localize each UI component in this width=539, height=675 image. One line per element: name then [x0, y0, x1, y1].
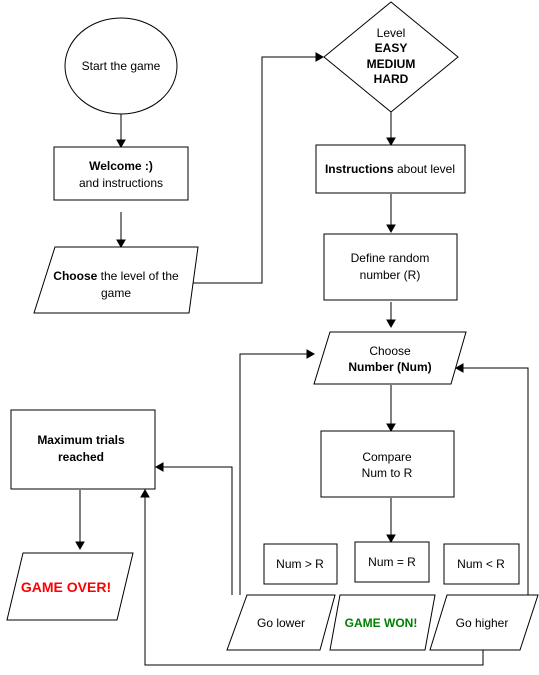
node-cond-equal[interactable]: Num = R: [354, 541, 430, 583]
node-game-won[interactable]: GAME WON!: [329, 594, 436, 651]
node-level-easy: EASY: [375, 41, 408, 55]
node-choose-level-line2: game: [101, 286, 131, 300]
node-choose-number-line2: Number (Num): [348, 360, 431, 374]
node-define-random-line2: number (R): [360, 268, 421, 282]
node-welcome[interactable]: Welcome :) and instructions: [53, 146, 189, 201]
node-define-random[interactable]: Define random number (R): [323, 233, 458, 301]
node-welcome-title: Welcome :): [89, 159, 153, 173]
edges: [75, 52, 529, 666]
edge-go-lower-choose-number: [239, 353, 307, 595]
node-welcome-subtitle: and instructions: [79, 176, 163, 190]
arrowhead: [75, 541, 85, 551]
node-cond-greater-label: Num > R: [276, 557, 324, 571]
node-go-lower-label: Go lower: [257, 616, 305, 630]
node-max-trials-line2: reached: [58, 450, 104, 464]
node-game-won-label: GAME WON!: [345, 616, 418, 630]
node-level-medium: MEDIUM: [367, 57, 416, 71]
edge-go-higher-max-trials: [144, 497, 484, 666]
node-max-trials-line1: Maximum trials: [37, 433, 125, 447]
node-instructions-level-label: Instructions about level: [325, 162, 455, 176]
node-go-higher[interactable]: Go higher: [429, 594, 539, 651]
node-start[interactable]: Start the game: [64, 17, 178, 115]
node-max-trials[interactable]: Maximum trials reached: [10, 409, 156, 490]
node-level-hard: HARD: [374, 72, 409, 86]
node-game-over[interactable]: GAME OVER!: [6, 552, 134, 621]
node-go-higher-label: Go higher: [456, 616, 509, 630]
arrowhead: [386, 224, 396, 234]
arrowhead: [386, 423, 396, 433]
arrowhead: [116, 139, 126, 149]
node-cond-greater[interactable]: Num > R: [263, 543, 338, 585]
node-level-decision[interactable]: Level EASY MEDIUM HARD: [323, 1, 459, 113]
node-cond-less[interactable]: Num < R: [443, 543, 520, 585]
node-start-label: Start the game: [82, 59, 161, 73]
edge-go-lower-max-trials: [163, 466, 233, 595]
arrowhead: [454, 363, 464, 373]
node-cond-equal-label: Num = R: [368, 555, 416, 569]
node-choose-level[interactable]: Choose the level of the game: [33, 246, 199, 314]
node-define-random-line1: Define random: [351, 251, 430, 265]
node-level-title: Level: [377, 26, 406, 40]
arrowhead: [386, 319, 396, 329]
node-cond-less-label: Num < R: [457, 557, 505, 571]
node-game-over-label: GAME OVER!: [21, 579, 111, 595]
node-compare[interactable]: Compare Num to R: [320, 430, 455, 498]
node-choose-level-line1: Choose the level of the: [53, 269, 179, 283]
arrowhead: [306, 349, 316, 359]
edge-go-higher-choose-number: [463, 367, 529, 595]
arrowhead: [386, 534, 396, 544]
node-compare-line2: Num to R: [362, 466, 413, 480]
node-choose-number-line1: Choose: [369, 344, 411, 358]
node-choose-number[interactable]: Choose Number (Num): [313, 331, 467, 385]
node-instructions-level[interactable]: Instructions about level: [315, 144, 466, 194]
arrowhead: [140, 488, 150, 498]
edge-choose-level-decision: [189, 56, 316, 284]
arrowhead: [386, 137, 396, 147]
arrowhead: [154, 462, 164, 472]
node-go-lower[interactable]: Go lower: [226, 594, 336, 651]
node-compare-line1: Compare: [362, 450, 412, 464]
arrowhead: [116, 239, 126, 249]
arrowhead: [315, 52, 325, 62]
